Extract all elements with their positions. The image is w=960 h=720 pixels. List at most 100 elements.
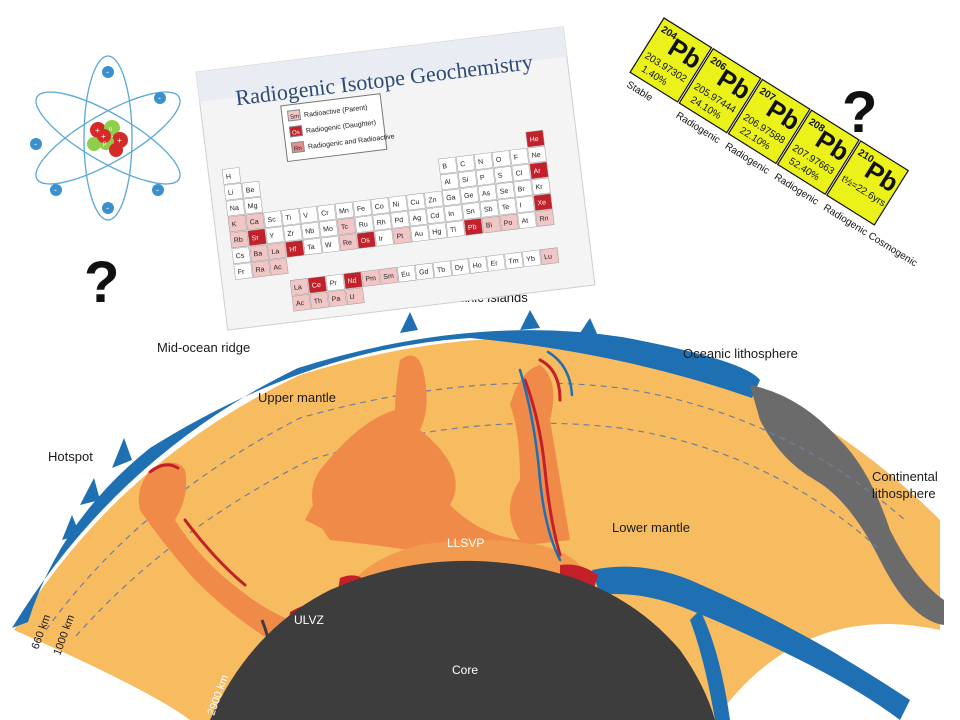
element-symbol: Os bbox=[360, 237, 370, 245]
label-continental-2: lithosphere bbox=[872, 486, 936, 501]
element-symbol: Ga bbox=[446, 194, 456, 202]
pb-card-bg bbox=[727, 78, 811, 165]
element-cell bbox=[440, 172, 460, 191]
legend-sym-sm: Sm bbox=[290, 114, 300, 121]
mantle-plumes bbox=[138, 355, 570, 640]
element-symbol: Sb bbox=[484, 206, 493, 214]
element-cell bbox=[227, 214, 247, 233]
element-cell bbox=[445, 220, 466, 238]
element-cell bbox=[225, 198, 245, 217]
element-symbol: Co bbox=[374, 203, 384, 211]
element-cell bbox=[299, 206, 319, 224]
element-cell bbox=[511, 163, 531, 182]
element-cell bbox=[354, 215, 374, 233]
element-cell bbox=[509, 147, 529, 166]
card-title-bar bbox=[196, 26, 567, 102]
element-cell bbox=[392, 226, 412, 245]
element-cell bbox=[316, 203, 337, 222]
element-cell bbox=[291, 294, 312, 312]
element-symbol: S bbox=[498, 172, 504, 180]
element-symbol: Br bbox=[517, 186, 525, 194]
element-cell bbox=[493, 166, 513, 184]
legend-sym-os: Os bbox=[292, 130, 300, 137]
element-symbol: U bbox=[349, 294, 355, 302]
element-cell bbox=[456, 154, 476, 173]
electron-sign-5: - bbox=[54, 185, 57, 195]
element-cell bbox=[269, 258, 289, 276]
pb-card-bg bbox=[826, 140, 910, 226]
element-symbol: Dy bbox=[454, 264, 464, 272]
element-cell bbox=[438, 156, 458, 175]
element-symbol: Xe bbox=[537, 199, 546, 207]
element-symbol: Ge bbox=[464, 192, 474, 200]
element-symbol: Pd bbox=[394, 217, 403, 225]
element-symbol: Rb bbox=[233, 237, 243, 245]
element-cell bbox=[390, 210, 410, 229]
pb-card-bg bbox=[776, 109, 860, 195]
element-cell bbox=[327, 289, 347, 308]
element-symbol: La bbox=[294, 284, 303, 292]
element-symbol: Tb bbox=[437, 267, 446, 275]
element-symbol: K bbox=[232, 221, 238, 229]
element-symbol: Na bbox=[230, 205, 240, 213]
element-cell bbox=[301, 221, 321, 240]
subducting-slab bbox=[592, 566, 910, 720]
element-symbol: Fe bbox=[357, 205, 366, 213]
element-cell bbox=[379, 267, 399, 285]
element-cell bbox=[309, 291, 329, 310]
element-symbol: Hf bbox=[289, 246, 297, 254]
element-symbol: Kr bbox=[535, 184, 543, 192]
element-symbol: Ta bbox=[307, 244, 315, 252]
element-cell bbox=[477, 184, 498, 202]
periodic-table-card: Radiogenic Isotope Geochemistry Radioact… bbox=[195, 26, 596, 331]
element-symbol: O bbox=[496, 156, 503, 164]
label-core: Core bbox=[452, 663, 478, 677]
element-symbol: Po bbox=[503, 220, 512, 228]
proton-sign-3: + bbox=[101, 132, 106, 141]
element-symbol: C bbox=[460, 161, 466, 169]
element-cell bbox=[515, 195, 535, 214]
element-cell bbox=[361, 269, 381, 287]
element-cell bbox=[426, 206, 446, 225]
element-symbol: Pb bbox=[468, 224, 477, 232]
electron-sign-6: - bbox=[106, 203, 109, 213]
question-mark-left: ? bbox=[84, 250, 119, 315]
element-cell bbox=[463, 218, 484, 236]
element-symbol: Te bbox=[501, 204, 509, 212]
element-symbol: Ca bbox=[249, 218, 259, 226]
element-cell bbox=[499, 213, 519, 232]
legend-box bbox=[280, 93, 388, 163]
element-cell bbox=[513, 179, 533, 198]
element-cell bbox=[531, 177, 551, 196]
element-cell bbox=[442, 188, 462, 207]
electrons: - - - - - - bbox=[30, 66, 166, 214]
element-cell bbox=[414, 262, 435, 281]
element-cell bbox=[334, 201, 355, 220]
element-cell bbox=[397, 264, 417, 283]
element-cell bbox=[285, 240, 305, 258]
element-symbol: Gd bbox=[419, 269, 429, 277]
element-cell bbox=[267, 242, 287, 260]
element-cell bbox=[479, 200, 499, 218]
continental-lithosphere bbox=[750, 385, 944, 625]
element-symbol: Ar bbox=[533, 168, 541, 176]
label-continental-1: Continental bbox=[872, 469, 938, 484]
element-symbol: Eu bbox=[401, 271, 410, 279]
element-symbol: In bbox=[448, 211, 455, 219]
element-symbol: Er bbox=[490, 260, 498, 268]
element-cell bbox=[221, 167, 242, 185]
element-cell bbox=[320, 235, 341, 254]
element-cell bbox=[372, 213, 392, 231]
element-symbol: Rn bbox=[539, 215, 549, 223]
element-cell bbox=[408, 208, 428, 227]
proton-sign-2: + bbox=[117, 136, 122, 145]
element-symbol: Mg bbox=[247, 203, 258, 211]
element-symbol: Cl bbox=[515, 170, 523, 178]
element-cell bbox=[432, 260, 453, 279]
element-cell bbox=[243, 196, 263, 215]
element-cell bbox=[263, 210, 283, 228]
blue-streaks bbox=[518, 350, 574, 562]
label-oceanic-lithosphere: Oceanic lithosphere bbox=[683, 346, 798, 361]
